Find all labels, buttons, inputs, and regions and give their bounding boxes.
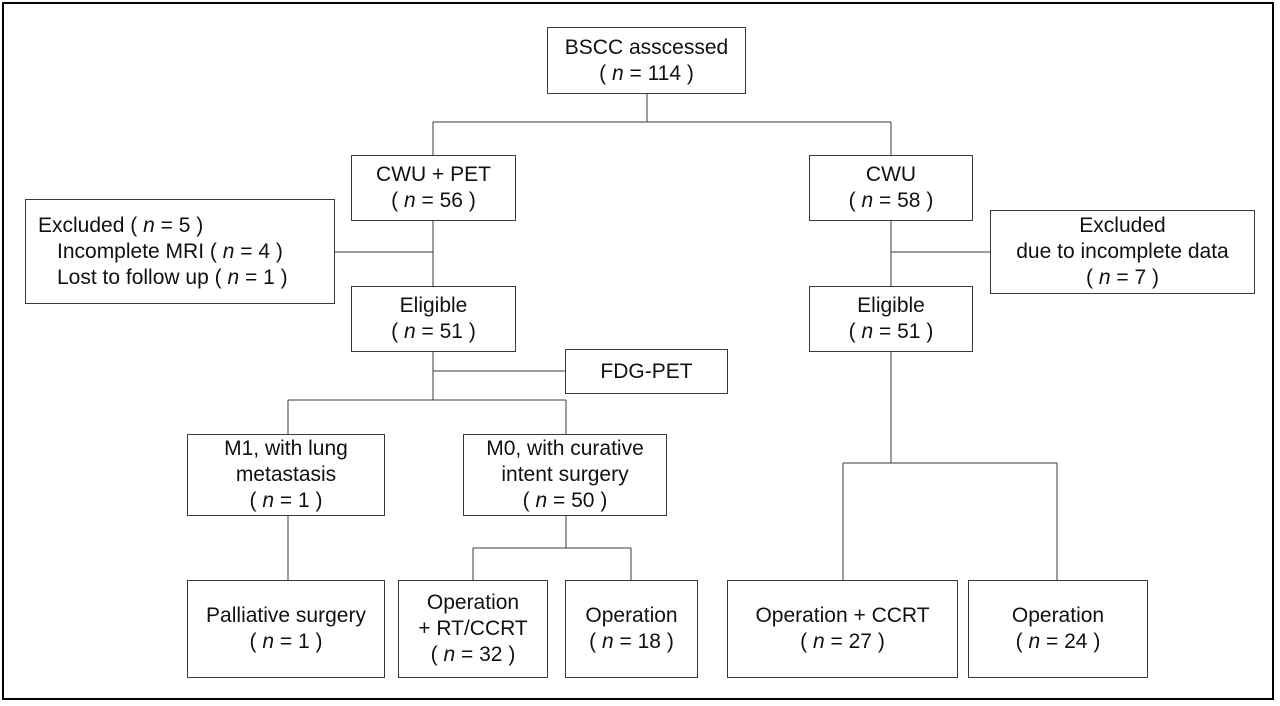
node-count: ( n = 27 ) bbox=[800, 630, 885, 653]
node-operation-right: Operation ( n = 24 ) bbox=[968, 580, 1148, 678]
node-title-line1: M0, with curative bbox=[486, 437, 644, 460]
node-fdg-pet: FDG-PET bbox=[565, 349, 728, 394]
count-value: 5 bbox=[178, 213, 191, 237]
node-cwu-pet: CWU + PET ( n = 56 ) bbox=[351, 155, 516, 221]
count-value: 51 bbox=[897, 320, 921, 343]
node-operation-ccrt: Operation + CCRT ( n = 27 ) bbox=[727, 580, 958, 678]
node-title: CWU bbox=[865, 163, 917, 186]
count-value: 56 bbox=[439, 189, 463, 212]
count-value: 1 bbox=[263, 265, 275, 289]
node-title: FDG-PET bbox=[600, 359, 693, 383]
node-count: ( n = 7 ) bbox=[1086, 266, 1159, 289]
count-value: 18 bbox=[637, 630, 661, 653]
node-count: ( n = 1 ) bbox=[249, 489, 323, 512]
node-title-line1: Operation bbox=[426, 591, 520, 614]
node-eligible-left: Eligible ( n = 51 ) bbox=[351, 286, 516, 352]
node-title: Eligible bbox=[399, 294, 468, 317]
node-cwu: CWU ( n = 58 ) bbox=[809, 155, 973, 221]
node-excluded-left: Excluded ( n = 5 ) Incomplete MRI ( n = … bbox=[25, 199, 335, 304]
node-title: Eligible bbox=[857, 294, 925, 317]
exclusion-item-incomplete-mri: Incomplete MRI ( n = 4 ) bbox=[57, 239, 283, 263]
node-count: ( n = 56 ) bbox=[391, 189, 476, 212]
count-value: 4 bbox=[258, 239, 271, 263]
count-value: 114 bbox=[647, 61, 682, 85]
node-title: BSCC asscessed bbox=[564, 35, 729, 59]
exclusion-item-label: Incomplete MRI bbox=[57, 239, 205, 263]
node-m1-lung-metastasis: M1, with lung metastasis ( n = 1 ) bbox=[187, 434, 385, 516]
count-value: 1 bbox=[297, 630, 310, 653]
exclusion-label: Excluded bbox=[38, 213, 125, 237]
node-count: ( n = 58 ) bbox=[848, 189, 934, 212]
count-value: 51 bbox=[439, 320, 463, 343]
node-count: ( n = 24 ) bbox=[1015, 630, 1101, 653]
exclusion-reason: due to incomplete data bbox=[1016, 240, 1229, 263]
exclusion-item-label: Lost to follow up bbox=[57, 265, 209, 289]
node-title: Palliative surgery bbox=[206, 604, 366, 627]
node-title-line2: metastasis bbox=[235, 463, 337, 486]
exclusion-title: Excluded bbox=[1079, 214, 1166, 237]
node-title-line2: intent surgery bbox=[501, 463, 629, 486]
node-palliative-surgery: Palliative surgery ( n = 1 ) bbox=[187, 580, 385, 678]
node-title: Operation + CCRT bbox=[755, 604, 930, 627]
node-operation-left: Operation ( n = 18 ) bbox=[565, 580, 698, 678]
node-title-line1: M1, with lung bbox=[224, 437, 348, 460]
count-value: 32 bbox=[479, 643, 503, 666]
node-title: Operation bbox=[1011, 604, 1105, 627]
count-value: 1 bbox=[297, 489, 310, 512]
node-count: ( n = 32 ) bbox=[430, 643, 516, 666]
node-title: Operation bbox=[585, 604, 678, 627]
exclusion-title: Excluded ( n = 5 ) bbox=[38, 213, 204, 237]
count-value: 58 bbox=[897, 189, 921, 212]
node-excluded-right: Excluded due to incomplete data ( n = 7 … bbox=[990, 210, 1255, 294]
exclusion-item-lost-follow-up: Lost to follow up ( n = 1 ) bbox=[57, 265, 288, 289]
node-m0-curative-surgery: M0, with curative intent surgery ( n = 5… bbox=[463, 434, 667, 516]
node-count: ( n = 1 ) bbox=[249, 630, 323, 653]
node-count: ( n = 50 ) bbox=[522, 489, 608, 512]
count-value: 7 bbox=[1134, 266, 1147, 289]
node-count: ( n = 51 ) bbox=[848, 320, 934, 343]
node-title-line2: + RT/CCRT bbox=[418, 617, 528, 640]
node-eligible-right: Eligible ( n = 51 ) bbox=[809, 286, 973, 352]
node-count: ( n = 114 ) bbox=[599, 61, 694, 85]
count-value: 24 bbox=[1064, 630, 1088, 653]
node-count: ( n = 51 ) bbox=[391, 320, 476, 343]
node-bscc-assessed: BSCC asscessed ( n = 114 ) bbox=[547, 27, 746, 94]
count-value: 27 bbox=[848, 630, 872, 653]
count-value: 50 bbox=[571, 489, 595, 512]
node-title: CWU + PET bbox=[376, 163, 491, 186]
node-operation-rt-ccrt: Operation + RT/CCRT ( n = 32 ) bbox=[398, 580, 548, 678]
node-count: ( n = 18 ) bbox=[589, 630, 674, 653]
